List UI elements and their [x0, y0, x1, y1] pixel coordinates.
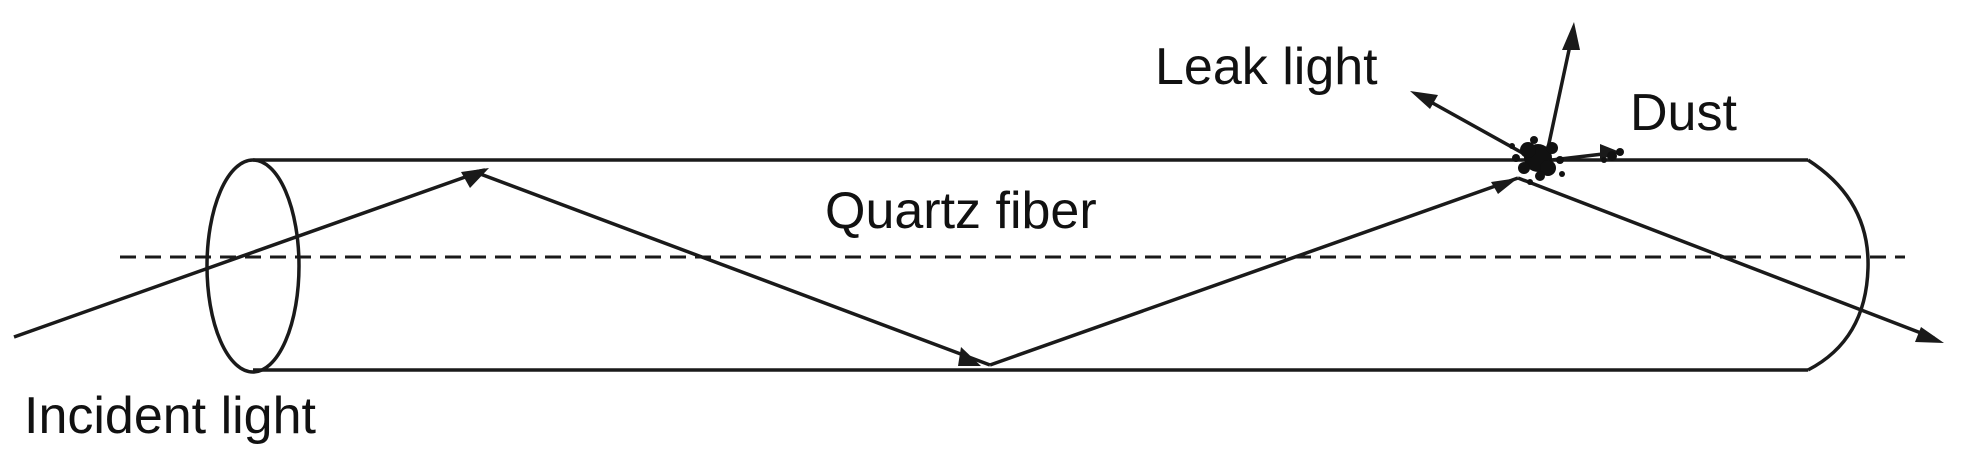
- dust-fleck: [1601, 148, 1624, 163]
- arrowhead-bottom: [958, 347, 981, 366]
- arrowhead-leak-left: [1410, 91, 1438, 109]
- quartz-fiber-label: Quartz fiber: [825, 182, 1097, 240]
- reflected-ray-2: [989, 176, 1519, 367]
- fiber-right-end: [1807, 158, 1870, 372]
- leak-arrowheads: [1410, 22, 1620, 160]
- fiber-left-end: [205, 158, 301, 374]
- arrowhead-incident: [461, 168, 489, 188]
- leak-light-label: Leak light: [1155, 38, 1378, 96]
- incident-ray-segment: [13, 168, 486, 339]
- dust-label: Dust: [1630, 84, 1737, 142]
- arrowhead-dust: [1491, 178, 1518, 194]
- leak-arrow-up: [1546, 35, 1574, 149]
- ray-arrowheads: [461, 168, 1944, 366]
- arrowhead-exit: [1915, 327, 1944, 343]
- incident-light-label: Incident light: [24, 387, 317, 445]
- arrowhead-leak-up: [1562, 22, 1580, 50]
- dust-particle: [1509, 136, 1565, 185]
- exit-ray: [1517, 176, 1935, 340]
- leak-light-arrows: [1419, 35, 1621, 162]
